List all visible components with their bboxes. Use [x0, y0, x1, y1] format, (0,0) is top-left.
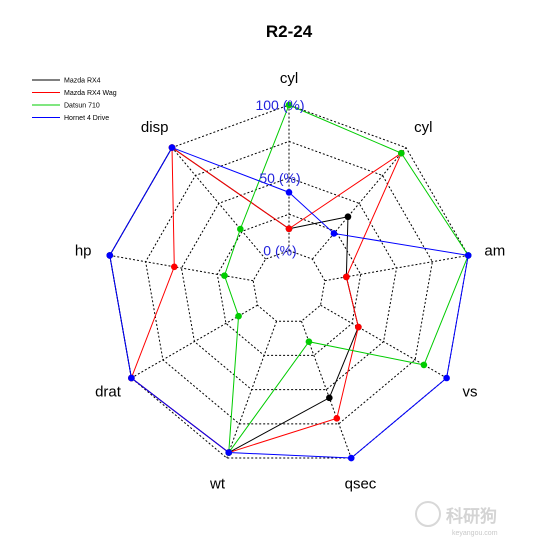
series-point-3-5	[225, 449, 233, 456]
chart-title: R2-24	[266, 22, 313, 41]
grid-spoke-1	[312, 147, 407, 260]
axis-labels: cyl cyl am vs qsec wt drat hp disp	[75, 70, 505, 492]
grid-ring-1	[216, 213, 362, 356]
series-point-1-0	[285, 225, 293, 233]
axis-label-0: cyl	[280, 70, 298, 87]
axis-label-6: drat	[95, 384, 122, 401]
series-point-3-6	[128, 374, 135, 382]
series-point-1-3	[355, 323, 362, 331]
series-point-3-0	[285, 189, 293, 196]
watermark-logo-icon	[415, 501, 441, 527]
grid-spoke-5	[226, 321, 278, 459]
series-point-2-0	[285, 101, 293, 109]
series-point-2-1	[398, 149, 405, 157]
series-point-1-2	[343, 273, 350, 281]
grid-spoke-3	[320, 304, 447, 379]
series-line-2	[223, 104, 469, 455]
series-point-2-4	[305, 338, 313, 346]
legend-label-2: Datsun 710	[64, 103, 100, 110]
axis-label-3: vs	[462, 384, 477, 401]
ring-label-2: 100 (%)	[255, 97, 304, 113]
watermark-sub: keyangou.com	[452, 530, 498, 537]
series-point-0-1	[344, 213, 352, 221]
ring-label-1: 50 (%)	[259, 170, 300, 186]
grid-ring-0	[252, 250, 326, 322]
watermark-main: 科研狗	[446, 506, 497, 526]
grid-ring-3	[145, 140, 433, 425]
axis-label-4: qsec	[345, 475, 377, 492]
axis-label-2: am	[484, 243, 505, 260]
series-point-3-2	[464, 252, 472, 259]
series-point-2-6	[235, 312, 242, 320]
grid-spoke-7	[109, 254, 254, 282]
axis-label-5: wt	[209, 475, 226, 492]
legend-label-3: Hornet 4 Drive	[64, 115, 109, 122]
series-point-0-4	[326, 394, 333, 402]
ring-labels: 0 (%) 50 (%) 100 (%)	[255, 97, 304, 259]
series-point-3-7	[106, 252, 114, 259]
axis-label-8: disp	[141, 119, 169, 136]
series-point-1-4	[333, 415, 341, 422]
series-point-3-4	[347, 454, 355, 462]
series-group	[106, 101, 472, 462]
grid-spoke-8	[171, 147, 266, 260]
series-point-3-1	[330, 230, 338, 237]
axis-label-7: hp	[75, 243, 92, 260]
series-point-1-7	[170, 263, 178, 271]
grid-ring-2	[180, 177, 398, 391]
series-point-2-3	[420, 361, 428, 369]
series-line-3	[109, 146, 469, 459]
series-point-3-3	[443, 374, 450, 382]
series-point-2-8	[237, 225, 244, 233]
legend-label-1: Mazda RX4 Wag	[64, 90, 117, 97]
axis-label-1: cyl	[414, 119, 432, 136]
series-line-1	[130, 146, 403, 454]
ring-label-0: 0 (%)	[263, 243, 296, 259]
series-point-3-8	[168, 144, 176, 151]
series-point-2-7	[221, 272, 228, 279]
legend-label-0: Mazda RX4	[64, 78, 101, 85]
grid	[109, 104, 469, 459]
watermark: 科研狗 keyangou.com	[415, 501, 498, 537]
